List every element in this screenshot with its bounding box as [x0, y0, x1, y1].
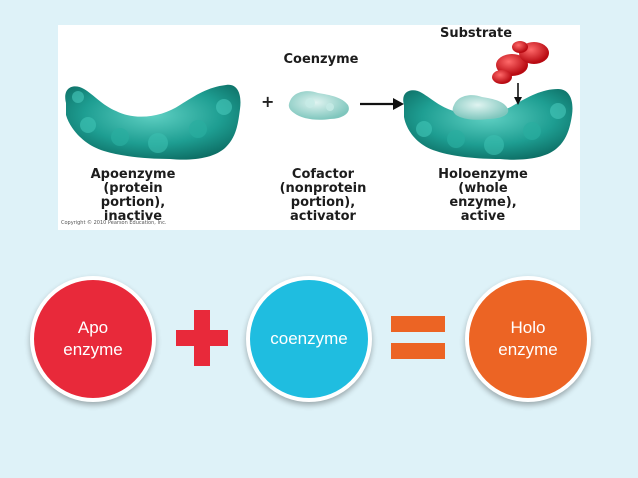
coenzyme-text: coenzyme — [270, 329, 348, 348]
copyright-text: Copyright © 2010 Pearson Education, Inc. — [61, 220, 167, 226]
apo-enzyme-circle: Apo enzyme — [30, 276, 156, 402]
coenzyme-circle: coenzyme — [246, 276, 372, 402]
reaction-arrow — [360, 98, 404, 110]
plus-symbol: + — [261, 92, 274, 111]
enzyme-figure: + — [58, 25, 580, 230]
holo-enzyme-text: Holo enzyme — [498, 318, 558, 359]
holoenzyme-label: Holoenzyme (whole enzyme), active — [438, 167, 528, 224]
apoenzyme-label: Apoenzyme (protein portion), inactive — [90, 167, 176, 224]
cofactor-label: Cofactor (nonprotein portion), activator — [279, 167, 367, 224]
enzyme-illustration: + — [65, 41, 573, 160]
holo-enzyme-circle: Holo enzyme — [465, 276, 591, 402]
coenzyme-label: Coenzyme — [283, 52, 359, 67]
coenzyme-shape — [288, 91, 349, 120]
plus-icon — [176, 310, 228, 366]
apo-enzyme-text: Apo enzyme — [63, 318, 123, 359]
bound-coenzyme-shape — [452, 95, 509, 120]
holoenzyme-shape — [403, 89, 573, 160]
apoenzyme-shape — [65, 84, 241, 160]
equals-icon — [391, 316, 445, 359]
substrate-arrow — [514, 83, 522, 105]
substrate-label: Substrate — [439, 26, 513, 41]
substrate-shape — [492, 41, 549, 84]
